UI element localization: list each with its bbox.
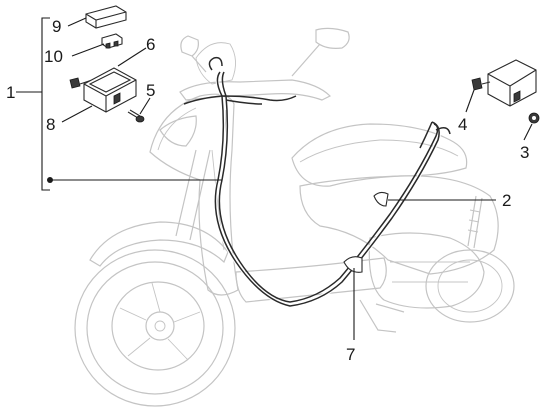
part-rear-box: [487, 59, 537, 107]
callout-3: 3: [520, 143, 529, 162]
engine: [368, 232, 485, 309]
wiring-harness: [183, 56, 451, 308]
seat: [291, 123, 468, 187]
callout-5: 5: [146, 81, 155, 100]
callout-1: 1: [6, 83, 15, 102]
callout-4: 4: [458, 115, 467, 134]
callout-8: 8: [46, 115, 55, 134]
left-mirror: [180, 35, 207, 73]
callout-6: 6: [146, 35, 155, 54]
floorboard: [235, 257, 387, 303]
front-fender: [89, 221, 229, 267]
front-wheel: [74, 249, 236, 407]
headlight: [159, 115, 197, 147]
leader-lines: [16, 17, 533, 340]
part-screw-5: [127, 109, 145, 123]
rear-body: [299, 175, 499, 275]
scooter-outline: [74, 27, 515, 407]
callout-7: 7: [346, 345, 355, 364]
part-fuse-cover: [85, 5, 127, 29]
part-fuse-box: [83, 67, 137, 113]
callout-9: 9: [52, 17, 61, 36]
right-mirror: [291, 27, 350, 77]
part-clip-4: [471, 77, 491, 91]
callout-2: 2: [502, 191, 511, 210]
part-bolt-3: [528, 112, 540, 124]
rear-shock: [467, 195, 483, 249]
part-relay-clip: [69, 77, 93, 89]
rear-wheel: [425, 249, 515, 323]
kickstand: [359, 299, 405, 333]
front-fork: [175, 149, 211, 241]
part-fuse: [101, 33, 123, 49]
callout-10: 10: [44, 47, 63, 66]
